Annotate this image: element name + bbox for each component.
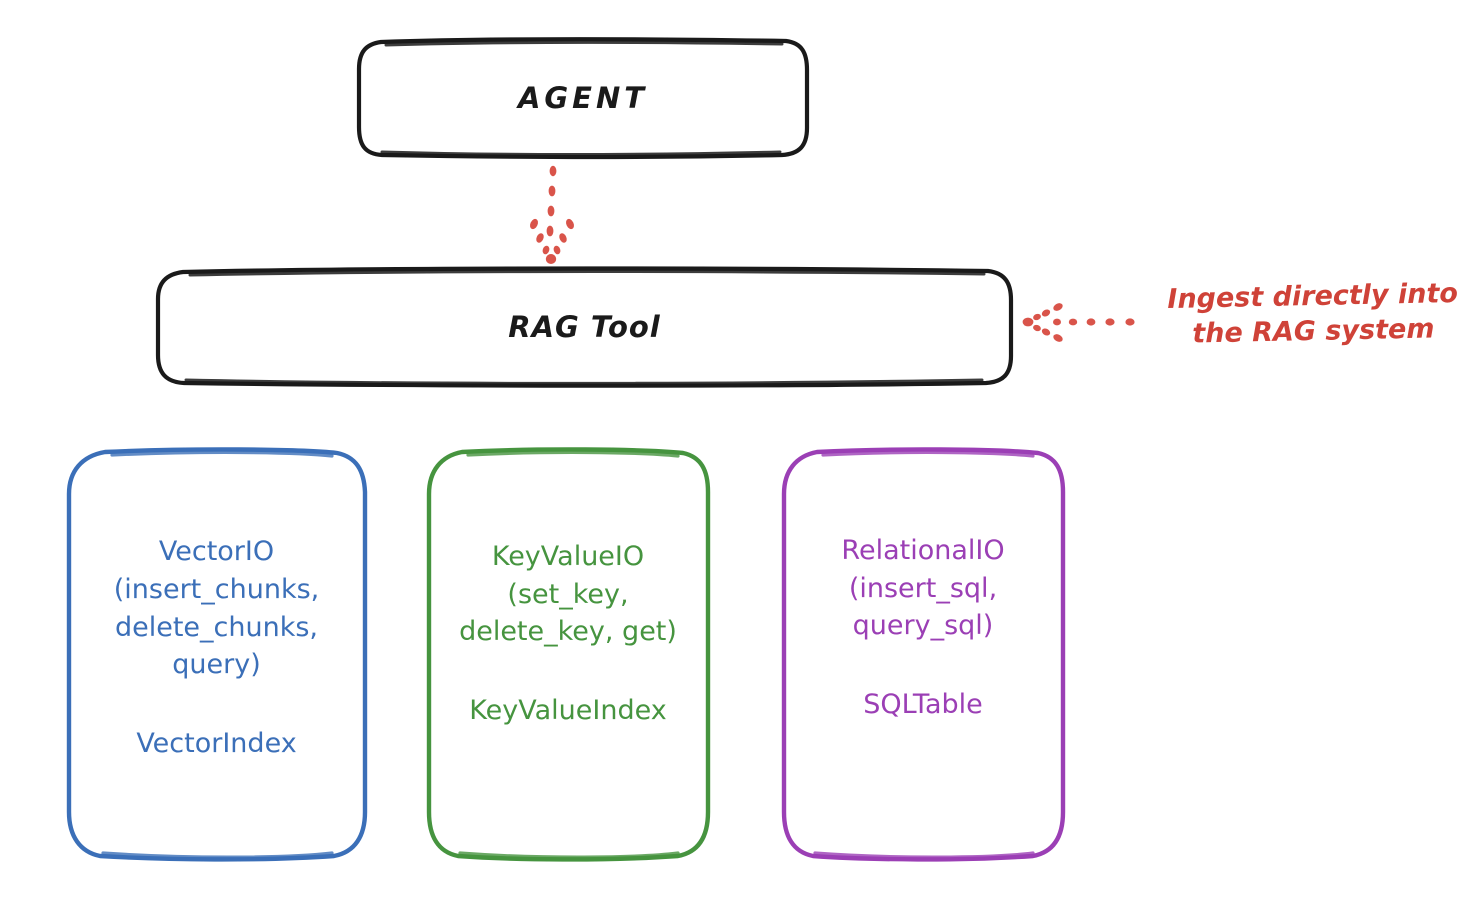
node-rag-tool-label: RAG Tool: [508, 310, 661, 344]
ingest-dotted-arrow: [1022, 303, 1135, 342]
vector-io-box-outline: [66, 447, 368, 862]
node-rag-tool[interactable]: RAG Tool: [157, 270, 1012, 384]
vector-io-content: VectorIO (insert_chunks, delete_chunks, …: [78, 533, 355, 759]
agent-box-outline: [356, 37, 810, 159]
agent-to-rag-dotted-arrow: [530, 165, 574, 264]
node-vector-io[interactable]: VectorIO (insert_chunks, delete_chunks, …: [68, 450, 365, 858]
node-agent-label: AGENT: [517, 81, 649, 115]
relational-io-api-label: RelationalIO (insert_sql, query_sql): [841, 534, 1005, 642]
node-key-value-io[interactable]: KeyValueIO (set_key, delete_key, get) Ke…: [428, 450, 708, 858]
relational-io-box-outline: [781, 447, 1066, 862]
relational-io-index-label: SQLTable: [863, 689, 983, 721]
key-value-io-box-outline: [426, 447, 711, 862]
vector-io-api-label: VectorIO (insert_chunks, delete_chunks, …: [113, 535, 320, 681]
key-value-io-index-label: KeyValueIndex: [469, 695, 667, 727]
vector-io-index-label: VectorIndex: [136, 728, 297, 760]
node-agent[interactable]: AGENT: [358, 40, 808, 156]
key-value-io-content: KeyValueIO (set_key, delete_key, get) Ke…: [438, 538, 698, 726]
node-relational-io[interactable]: RelationalIO (insert_sql, query_sql) SQL…: [783, 450, 1063, 858]
relational-io-content: RelationalIO (insert_sql, query_sql) SQL…: [793, 532, 1053, 720]
key-value-io-api-label: KeyValueIO (set_key, delete_key, get): [459, 540, 677, 648]
rag-tool-box-outline: [155, 266, 1014, 388]
ingest-annotation-text: Ingest directly into the RAG system: [1167, 277, 1459, 350]
